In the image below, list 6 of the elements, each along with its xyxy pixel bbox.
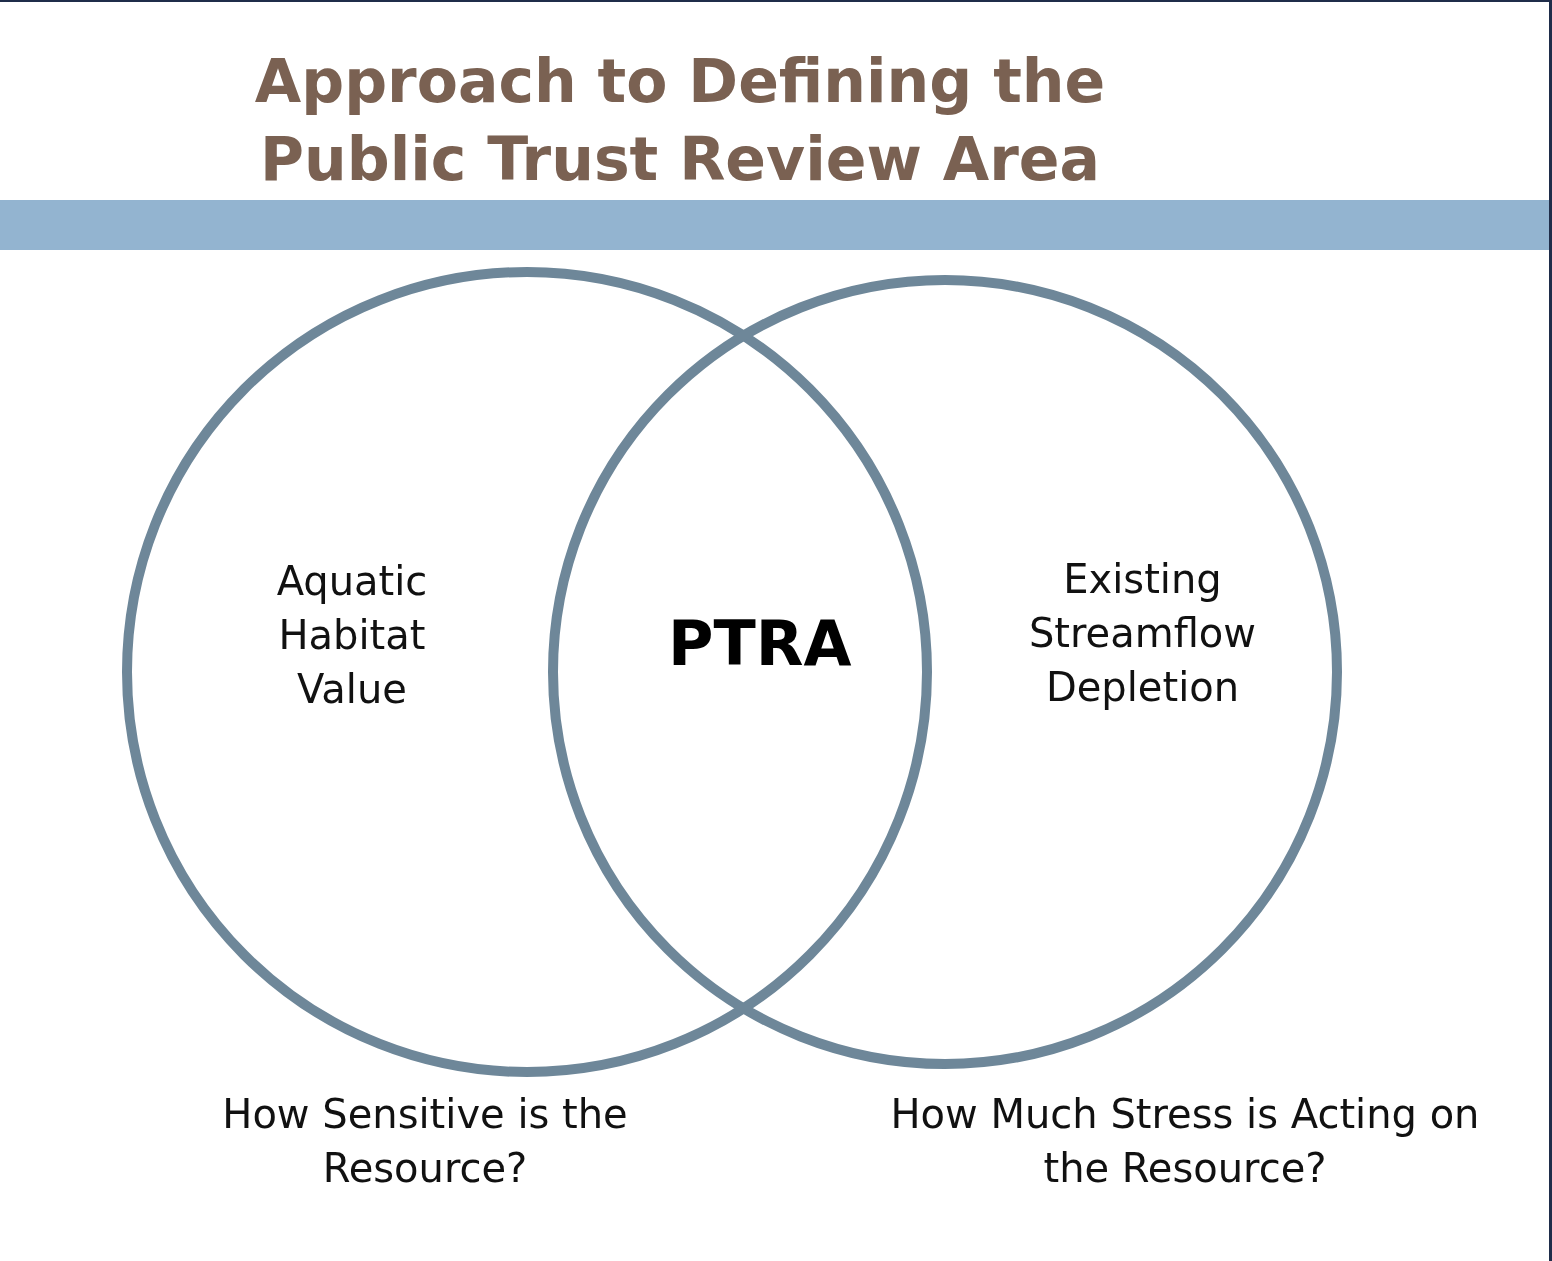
title-text: Approach to Defining the Public Trust Review Area [253,45,1107,196]
caption-text: How Sensitive is the Resource? [221,1090,629,1193]
caption-text: How Much Stress is Acting on the Resource? [889,1090,1481,1193]
circle-label: Aquatic Habitat Value [275,557,429,714]
overlap-label: PTRA [668,607,852,680]
circle-label: Existing Streamflow Depletion [1027,555,1258,712]
